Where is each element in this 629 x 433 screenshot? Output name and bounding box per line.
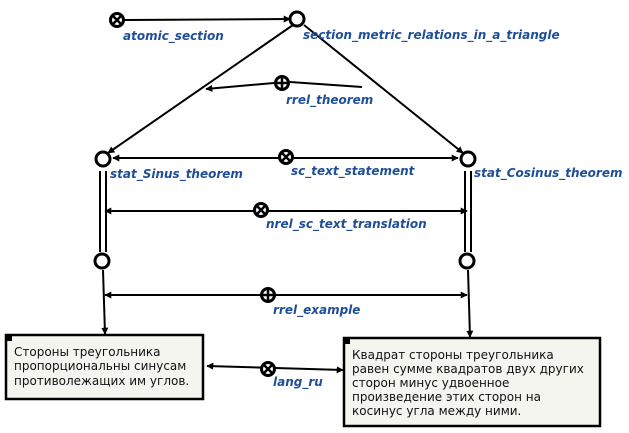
edge-section-to-cosinus (303, 24, 464, 154)
section-metric-node[interactable] (288, 10, 306, 28)
sinus-text-line-1: Стороны треугольника (14, 345, 161, 359)
sc-text-statement-node[interactable] (278, 149, 294, 165)
cosinus-translation-node[interactable] (458, 252, 476, 270)
atomic-section-node[interactable] (109, 12, 125, 28)
sinus-translation-node[interactable] (93, 252, 111, 270)
edges (101, 15, 474, 374)
sinus-text-line-2: пропорциональны синусам (14, 359, 186, 373)
sinus-text-box: Стороны треугольника пропорциональны син… (4, 333, 205, 401)
double-connectors (99, 171, 472, 252)
sc-text-statement-label: sc_text_statement (291, 164, 416, 179)
atomic-section-label: atomic_section (123, 29, 224, 44)
edge-atomic-to-section (123, 15, 291, 23)
nrel-translation-node[interactable] (253, 202, 269, 218)
nrel-translation-label: nrel_sc_text_translation (266, 217, 427, 232)
stat-sinus-node[interactable] (94, 150, 112, 168)
edge-right-down (466, 269, 474, 338)
cosinus-text-line-3: сторон минус удвоенное (352, 376, 509, 390)
stat-cosinus-label: stat_Cosinus_theorem (474, 166, 622, 181)
cosinus-text-line-1: Квадрат стороны треугольника (352, 348, 554, 362)
sinus-text-frame (4, 333, 205, 401)
sinus-text-line-3: противолежащих им углов. (14, 374, 189, 388)
rrel-example-node[interactable] (260, 287, 276, 303)
node-labels: atomic_section section_metric_relations_… (110, 28, 622, 390)
sinus-text-corner (6, 335, 12, 341)
cosinus-text-line-5: косинус угла между ними. (352, 404, 521, 418)
lang-ru-node[interactable] (260, 361, 276, 377)
rrel-theorem-label: rrel_theorem (286, 93, 373, 108)
stat-cosinus-node[interactable] (459, 150, 477, 168)
cosinus-text-line-4: произведение этих сторон на (352, 390, 541, 404)
edge-rrel-theorem-arc (205, 82, 275, 92)
rrel-example-label: rrel_example (273, 303, 360, 318)
edge-rrel-theorem-arc-right (289, 81, 363, 88)
cosinus-text-corner (344, 338, 350, 344)
section-metric-label: section_metric_relations_in_a_triangle (303, 28, 560, 43)
nodes (93, 10, 477, 377)
cosinus-text-frame (342, 336, 602, 428)
lang-ru-label: lang_ru (273, 375, 323, 390)
rrel-theorem-node[interactable] (274, 75, 290, 91)
edge-left-down (101, 269, 109, 335)
cosinus-text-box: Квадрат стороны треугольника равен сумме… (342, 336, 602, 428)
cosinus-text-line-2: равен сумме квадратов двух других (352, 362, 584, 376)
stat-sinus-label: stat_Sinus_theorem (110, 167, 243, 182)
edge-section-to-sinus (107, 24, 294, 154)
